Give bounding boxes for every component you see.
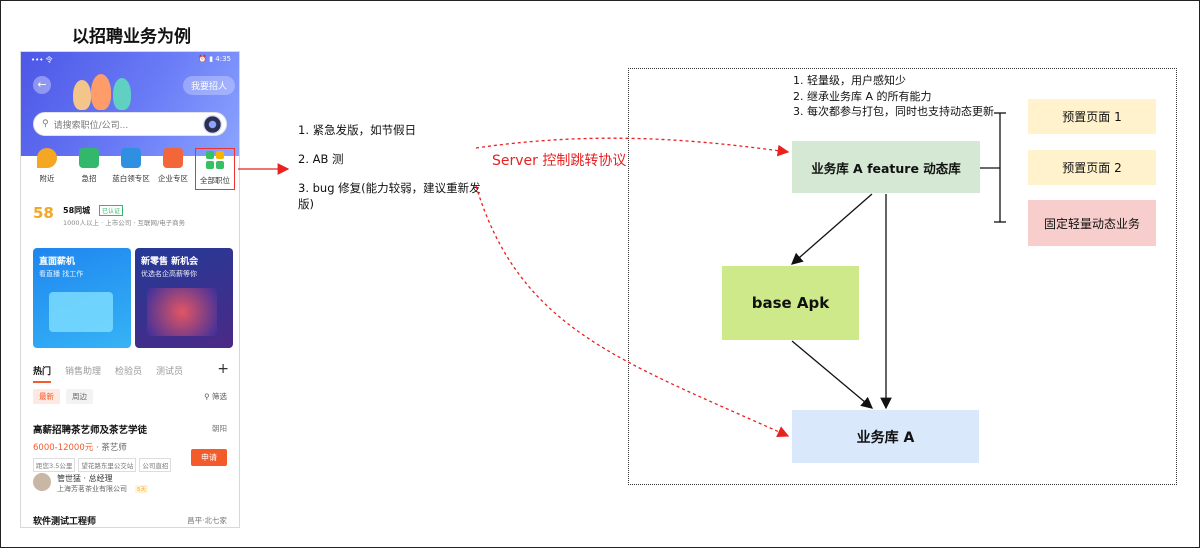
category-all-jobs[interactable]: 全部职位: [195, 148, 235, 190]
note-item: 1. 轻量级，用户感知少: [793, 74, 906, 87]
job-title: 软件测试工程师: [33, 517, 97, 527]
job-district: 朝阳: [212, 424, 227, 433]
active-badge: 5天: [135, 485, 148, 493]
add-tab-icon[interactable]: +: [217, 361, 229, 377]
company-card[interactable]: 58 58同城 已认证 1000人以上 · 上市公司 · 互联网/电子商务: [33, 202, 227, 232]
note-item: 2. 继承业务库 A 的所有能力: [793, 89, 932, 103]
search-placeholder: 请搜索职位/公司...: [53, 120, 129, 131]
banner-subtitle: 优选名企高薪等你: [141, 270, 197, 278]
job-title: 高薪招聘茶艺师及茶艺学徒: [33, 425, 148, 436]
category-label: 急招: [81, 174, 97, 183]
tab-hot[interactable]: 热门: [33, 364, 52, 383]
use-case-item: 2. AB 测: [298, 152, 344, 166]
recruiter-company: 上海芳茗茶业有限公司: [57, 485, 127, 493]
category-urgent[interactable]: 急招: [69, 148, 109, 190]
hotfix-use-cases: 1. 紧急发版，如节假日 2. AB 测 3. bug 修复(能力较弱，建议重新…: [298, 122, 483, 225]
status-bar: ••• 令 ⏰ ▮ 4:35: [31, 55, 231, 65]
banner-illustration: [49, 292, 113, 332]
category-collar[interactable]: 蓝白领专区: [111, 148, 151, 190]
phone-screenshot: ••• 令 ⏰ ▮ 4:35 ← 我要招人 ⚲ 请搜索职位/公司... 附近 急…: [20, 51, 240, 528]
building-icon: [163, 148, 183, 168]
category-label: 企业专区: [158, 174, 188, 183]
server-protocol-label: Server 控制跳转协议: [492, 153, 627, 169]
banner-illustration: [147, 288, 217, 336]
category-label: 蓝白领专区: [112, 174, 150, 183]
category-enterprise[interactable]: 企业专区: [153, 148, 193, 190]
feature-notes: 1. 轻量级，用户感知少 2. 继承业务库 A 的所有能力 3. 每次都参与打包…: [793, 73, 1018, 120]
tab-inspector[interactable]: 检验员: [115, 367, 143, 377]
hire-button[interactable]: 我要招人: [182, 76, 235, 95]
logo-text: 58: [33, 204, 54, 222]
salary-range: 6000-12000元: [33, 443, 94, 453]
category-nearby[interactable]: 附近: [27, 148, 67, 190]
tab-tester[interactable]: 测试员: [156, 367, 184, 377]
shirt-icon: [121, 148, 141, 168]
illustration-figure: [91, 74, 111, 110]
banner-live[interactable]: 直面薪机 看直播 找工作: [33, 248, 131, 348]
banner-retail[interactable]: 新零售 新机会 优选名企高薪等你: [135, 248, 233, 348]
search-icon: ⚲: [42, 119, 49, 129]
banner-title: 新零售 新机会: [141, 257, 199, 267]
job-card[interactable]: 高薪招聘茶艺师及茶艺学徒 朝阳 6000-12000元 · 茶艺师 距您3.5公…: [33, 422, 227, 493]
camera-icon[interactable]: [203, 115, 222, 134]
back-icon[interactable]: ←: [33, 76, 51, 94]
use-case-item: 3. bug 修复(能力较弱，建议重新发版): [298, 181, 481, 211]
location-pin-icon: [37, 148, 57, 168]
preset-page-2-box: 预置页面 2: [1028, 150, 1156, 185]
recruiter-name: 管世猛 · 总经理: [57, 474, 113, 483]
feature-dynamic-library-box: 业务库 A feature 动态库: [792, 141, 980, 193]
note-item: 3. 每次都参与打包，同时也支持动态更新: [793, 105, 994, 118]
illustration-figure: [113, 78, 131, 110]
tab-sales-assistant[interactable]: 销售助理: [65, 367, 102, 377]
briefcase-icon: [79, 148, 99, 168]
category-label: 附近: [39, 174, 55, 183]
category-label: 全部职位: [200, 176, 230, 185]
filter-nearby[interactable]: 周边: [66, 389, 93, 404]
phone-header: ••• 令 ⏰ ▮ 4:35 ← 我要招人 ⚲ 请搜索职位/公司...: [21, 52, 239, 156]
use-case-item: 1. 紧急发版，如节假日: [298, 123, 417, 137]
diagram-heading: 以招聘业务为例: [72, 27, 191, 47]
banner-title: 直面薪机: [39, 257, 76, 267]
job-card-2[interactable]: 软件测试工程师 昌平·北七家: [33, 514, 227, 527]
job-tag: 望花路东里公交站: [78, 458, 137, 472]
company-desc: 1000人以上 · 上市公司 · 互联网/电子商务: [63, 219, 186, 227]
search-input[interactable]: ⚲ 请搜索职位/公司...: [33, 112, 227, 136]
status-left: ••• 令: [31, 56, 53, 64]
filter-button[interactable]: ⚲ 筛选: [204, 392, 227, 401]
company-logo: 58: [33, 204, 54, 222]
filter-row: 最新 周边 ⚲ 筛选: [33, 389, 227, 404]
filter-latest[interactable]: 最新: [33, 389, 60, 404]
business-library-box: 业务库 A: [792, 410, 979, 463]
job-salary: 6000-12000元 · 茶艺师: [33, 441, 227, 453]
job-role: · 茶艺师: [95, 443, 127, 453]
grid-icon: [206, 151, 224, 169]
avatar: [33, 473, 51, 491]
job-tabs: 热门 销售助理 检验员 测试员 +: [33, 361, 229, 383]
apply-button[interactable]: 申请: [191, 449, 227, 466]
job-tag: 公司直招: [139, 458, 172, 472]
status-right: ⏰ ▮ 4:35: [198, 55, 231, 63]
preset-page-1-box: 预置页面 1: [1028, 99, 1156, 134]
company-name: 58同城: [63, 206, 91, 215]
job-tags: 距您3.5公里 望花路东里公交站 公司直招: [33, 458, 227, 472]
fixed-dynamic-business-box: 固定轻量动态业务: [1028, 200, 1156, 246]
banner-subtitle: 看直播 找工作: [39, 270, 84, 278]
category-row: 附近 急招 蓝白领专区 企业专区 全部职位: [27, 148, 235, 190]
job-district: 昌平·北七家: [187, 516, 227, 525]
verified-badge: 已认证: [99, 205, 124, 216]
illustration-figure: [73, 80, 91, 110]
job-tag: 距您3.5公里: [33, 458, 76, 472]
base-apk-box: base Apk: [722, 266, 859, 340]
